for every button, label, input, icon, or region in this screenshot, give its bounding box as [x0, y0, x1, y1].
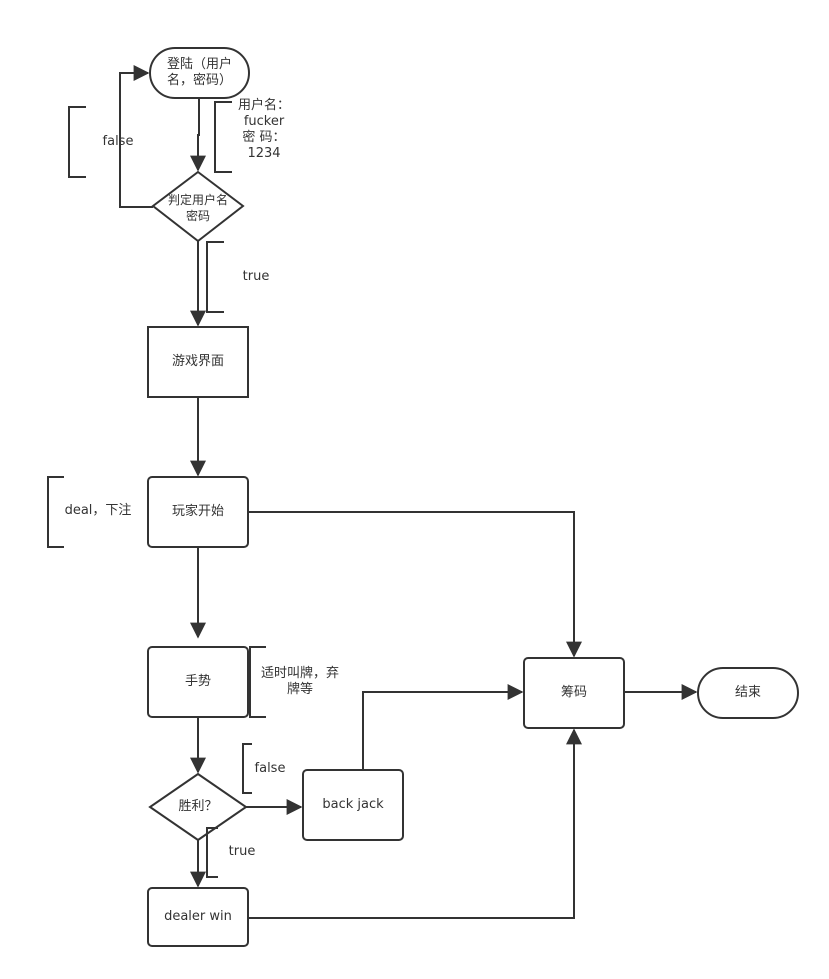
gesture-label: 手势 [184, 674, 211, 689]
true-bottom-note: true [228, 844, 256, 859]
bracket-gesture-note [249, 646, 266, 718]
end-label: 结束 [734, 685, 761, 700]
arrow-dealer-win-to-chips [248, 728, 582, 919]
verify-label-line-2: 密码 [185, 209, 210, 223]
login-label-line-1: 登陆（用户 [166, 57, 232, 72]
bracket-deal [47, 476, 64, 548]
bracket-credentials [214, 101, 232, 173]
gesture-note-line-1: 适时叫牌，弃 [260, 666, 339, 681]
end-node [697, 667, 799, 719]
true-top-note: true [242, 269, 270, 284]
blackjack-node [302, 769, 404, 841]
dealer-win-label: dealer win [164, 909, 232, 924]
credentials-password-value: 1234 [247, 146, 281, 161]
arrow-blackjack-to-chips [362, 684, 524, 770]
blackjack-label: back jack [322, 797, 384, 812]
false-top-note: false [102, 134, 134, 149]
arrow-verify-false-to-login [119, 65, 153, 208]
gesture-note-line-2: 牌等 [286, 682, 313, 697]
win-label: 胜利？ [178, 799, 218, 814]
credentials-username-value: fucker [243, 114, 285, 129]
arrow-player-start-to-chips [248, 511, 582, 658]
game-node [147, 326, 249, 398]
chips-label: 筹码 [560, 685, 587, 700]
credentials-password-label: 密 码： [242, 130, 286, 145]
gesture-note: 适时叫牌，弃 牌等 [254, 666, 346, 698]
login-label-line-2: 名，密码） [166, 73, 232, 88]
player-start-label: 玩家开始 [171, 504, 224, 519]
bracket-true-top [206, 241, 224, 313]
deal-note: deal，下注 [64, 503, 132, 518]
credentials-note: 用户名： fucker 密 码： 1234 [230, 98, 298, 162]
false-bottom-note: false [254, 761, 286, 776]
verify-label: 判定用户名 密码 [153, 192, 243, 224]
bracket-false-top [68, 106, 86, 178]
arrow-login-to-verify [190, 98, 206, 172]
game-label: 游戏界面 [171, 354, 224, 369]
login-label: 登陆（用户 名，密码） [150, 57, 249, 89]
bracket-true-bottom [206, 827, 218, 878]
credentials-username-label: 用户名： [237, 98, 290, 113]
verify-label-line-1: 判定用户名 [167, 193, 228, 207]
bracket-false-bottom [242, 743, 252, 794]
